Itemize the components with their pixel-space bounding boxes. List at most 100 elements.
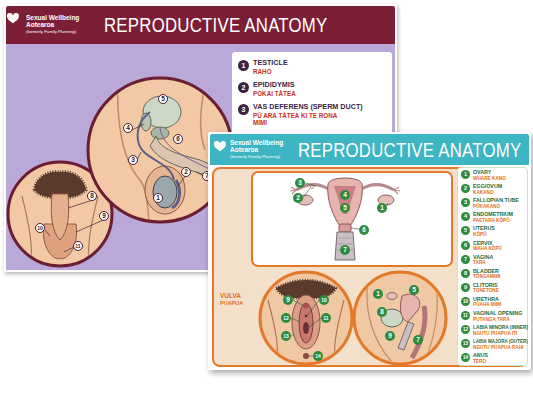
uterus-frame [252,172,452,266]
callout-number: 1 [373,289,383,299]
rectum [412,306,425,358]
leader-line [303,183,388,229]
callout-number: 8 [377,307,387,317]
legend-marker: 1TESTICLERAHO [238,60,249,71]
legend-number: 4 [461,212,470,221]
egg [310,185,313,188]
callout-number: 10 [35,223,45,233]
legend-marker: 3VAS DEFERENS (SPERM DUCT)PŪ ARA TĀTEA K… [238,104,249,115]
logo-text: Sexual Wellbeing Aotearoa [230,139,294,153]
legend-number: 2 [461,184,470,193]
legend-marker: 10URETHRAPŪAHA MIMI [461,297,470,306]
legend-marker: 4ENDOMETRIUMPAETARA KŌPŪ [461,212,470,221]
uterus [328,178,363,226]
callout-number: 9 [99,211,109,221]
legend-marker: 9CLITORISTONETONE [461,283,470,292]
maori-name: WAHA KŌPŪ [473,246,502,252]
legend-number: 2 [238,82,249,93]
ovary [387,293,397,300]
maori-name: NGUTU PUAPUA ITI [473,331,517,337]
legend-marker: 5UTERUSKŌPŪ [461,226,470,235]
thigh-line [268,300,344,370]
maori-name: WHARE KANO [473,176,506,182]
part-name: FALLOPIAN TUBE [473,197,519,203]
callout-number: 14 [313,351,323,361]
maori-name: PUTANGA TARA [473,317,510,323]
vulva-circle [260,272,352,364]
uterus [400,294,419,322]
part-name: LABIA MAJORA (OUTER) [473,338,528,344]
legend-marker: 6CERVIXWAHA KŌPŪ [461,241,470,250]
callout-number: 7 [413,335,423,345]
front-view-circle [8,162,112,266]
region-label: PUAPUA [220,300,243,307]
legend-number: 1 [238,60,249,71]
maori-name: POKAI TĀTEA [253,90,345,98]
front-view-drawing [22,172,108,275]
maori-name: KŌPŪ [473,232,487,238]
penis [51,194,68,240]
legend-marker: 1OVARYWHARE KANO [461,170,470,179]
region-label: VULVA [220,292,241,299]
header-band: Sexual Wellbeing Aotearoa(formerly Famil… [6,6,395,44]
vagina [335,232,355,260]
callout-number: 11 [73,241,83,251]
maori-name: PAETARA KŌPŪ [473,218,510,224]
legend-number: 3 [238,104,249,115]
callout-number: 9 [283,295,293,305]
callout-number: 5 [409,285,419,295]
testicle [153,176,177,208]
fallopian-tube [360,185,394,190]
legend-number: 1 [461,170,470,179]
part-name: URETHRA [473,296,499,302]
body-contour [367,280,437,364]
clitoris [304,304,309,309]
uterus-drawing [290,178,400,260]
callout-number: 7 [340,245,350,255]
vas-deferens [138,112,174,180]
endometrium [334,186,356,214]
part-name: OVARY [473,169,491,175]
legend-number: 14 [461,353,470,362]
legend-marker: 12LABIA MINORA (INNER)NGUTU PUAPUA ITI [461,325,470,334]
maori-name: PŪ ARA TĀTEA KI TE RONA MIMI [253,112,345,127]
scrotum [145,166,185,214]
part-name: EPIDIDYMIS [253,81,295,89]
legend-marker: 7VAGINATARA [461,255,470,264]
legend-marker: 11VAGINAL OPENINGPUTANGA TARA [461,311,470,320]
legend-number: 10 [461,297,470,306]
maori-name: TARA [473,260,486,266]
logo-subtext: (formerly Family Planning) [230,154,280,159]
leader-line [45,199,108,252]
thigh-line [22,196,32,275]
maori-name: NGUTU PUAPUA RAHI [473,345,523,351]
urethra [305,315,307,317]
callout-number: 4 [123,123,133,133]
cervix [339,224,351,232]
legend-number: 6 [461,241,470,250]
legend-marker: 13LABIA MAJORA (OUTER)NGUTU PUAPUA RAHI [461,339,470,348]
labia-majora [292,295,320,349]
callout-number: 3 [295,178,305,188]
callout-number: 12 [281,313,291,323]
legend-number: 3 [461,198,470,207]
maori-name: PŪKAKANO [473,204,500,210]
part-name: UTERUS [473,225,495,231]
body-contour [201,78,206,150]
logo-subtext: (formerly Family Planning) [26,29,76,34]
vagina [398,322,414,350]
callout-number: 3 [128,155,138,165]
legend-number: 7 [461,255,470,264]
part-name: VAS DEFERENS (SPERM DUCT) [253,103,363,111]
body-contour [118,78,150,230]
part-name: LABIA MINORA (INNER) [473,324,528,330]
maori-name: TONETONE [473,288,499,294]
part-name: ANUS [473,352,488,358]
callout-number: 1 [153,193,163,203]
part-name: ENDOMETRIUM [473,211,513,217]
maori-name: KAKANO [473,190,494,196]
legend-marker: 3FALLOPIAN TUBEPŪKAKANO [461,198,470,207]
leader-line [291,300,321,356]
